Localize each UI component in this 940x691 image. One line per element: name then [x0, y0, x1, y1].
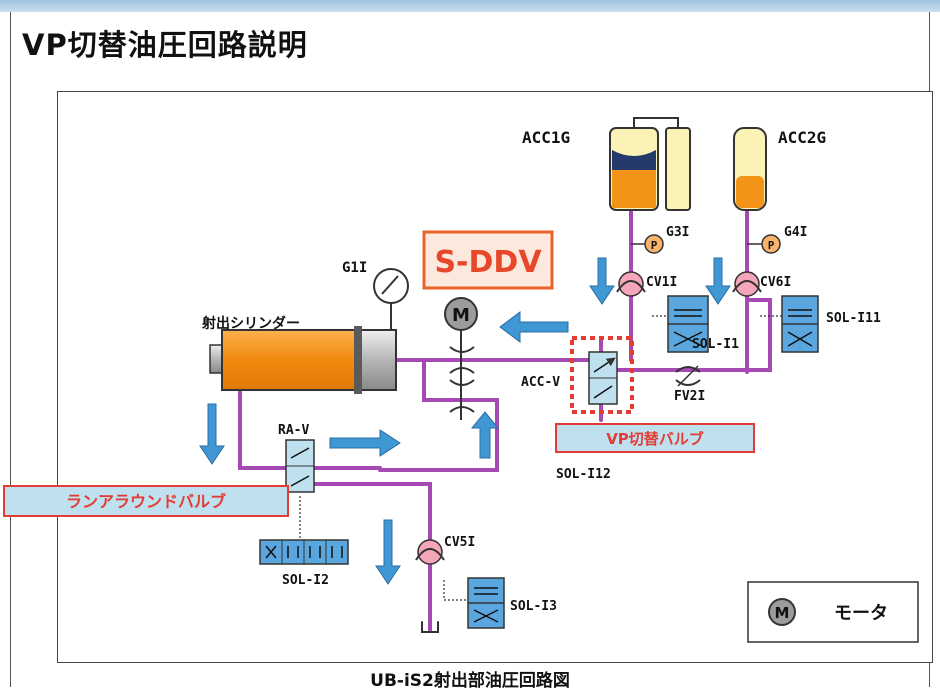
s-ddv-callout: S-DDV [422, 230, 554, 290]
main-pressure-line [396, 298, 772, 372]
motor-legend: M モータ [747, 581, 919, 643]
g4i-pressure-sensor: P [747, 234, 781, 254]
flow-arrow-up [470, 411, 500, 459]
flow-arrows [199, 257, 731, 585]
ra-v-label: RA-V [278, 423, 309, 438]
svg-text:ランアラウンドバルブ: ランアラウンドバルブ [66, 492, 226, 511]
injection-cylinder [209, 326, 397, 394]
diagram-panel [57, 91, 933, 663]
cylinder-return-line [238, 390, 292, 470]
g1i-label: G1I [342, 260, 367, 276]
acc-v-label: ACC-V [521, 375, 560, 390]
flow-arrow-cv5i [375, 519, 401, 585]
g1i-pressure-gauge [373, 268, 409, 330]
rod-side-loop [378, 358, 499, 472]
svg-text:VP切替バルブ: VP切替バルブ [606, 430, 704, 448]
legend-text: モータ [834, 603, 888, 624]
sol-i12-label: SOL-I12 [556, 467, 611, 482]
sol-i1-label: SOL-I1 [692, 337, 739, 352]
svg-text:S-DDV: S-DDV [434, 245, 542, 280]
acc1g-label: ACC1G [522, 128, 570, 147]
vp-valve-callout: VP切替バルブ [555, 423, 755, 453]
flow-arrow-cylinder-down [199, 403, 225, 465]
g4i-label: G4I [784, 225, 807, 240]
tank-symbol [421, 621, 439, 633]
fv2i-label: FV2I [674, 389, 705, 404]
svg-text:P: P [651, 239, 658, 252]
flow-arrow-rav-right [329, 429, 401, 457]
sol-i3-valve [443, 577, 505, 629]
sol-i11-label: SOL-I11 [826, 311, 881, 326]
motor-symbol: M [444, 297, 478, 420]
fv2i-flow-valve [675, 365, 701, 387]
hydraulic-pipes [238, 210, 772, 633]
svg-text:P: P [768, 239, 775, 252]
cv6i-check-valve [732, 271, 762, 297]
sol-i3-label: SOL-I3 [510, 599, 557, 614]
acc2g-label: ACC2G [778, 128, 826, 147]
flow-arrow-acc1g [589, 257, 615, 305]
g3i-pressure-sensor: P [631, 234, 664, 254]
svg-text:M: M [452, 305, 470, 326]
flow-arrow-to-motor [499, 311, 569, 343]
window-top-bar [0, 0, 940, 12]
cv5i-check-valve [415, 539, 445, 565]
cylinder-label: 射出シリンダー [201, 315, 300, 332]
runaround-return-line [310, 482, 432, 632]
diagram-caption: UB-iS2射出部油圧回路図 [370, 671, 570, 691]
legend-symbol: M [775, 604, 790, 622]
cv1i-label: CV1I [646, 275, 677, 290]
g3i-label: G3I [666, 225, 689, 240]
sol-i1-valve [652, 295, 709, 353]
slide-title: VP切替油圧回路説明 [22, 28, 308, 62]
acc-v-valve [570, 336, 634, 414]
sol-i11-valve [760, 295, 819, 353]
cv6i-label: CV6I [760, 275, 791, 290]
sol-i2-valve [259, 496, 349, 565]
cv1i-check-valve [616, 271, 646, 297]
flow-arrow-acc2g [705, 257, 731, 305]
runaround-valve-callout: ランアラウンドバルブ [3, 485, 289, 517]
ra-v-valve [285, 439, 315, 493]
sol-i2-label: SOL-I2 [282, 573, 329, 588]
acc1g-accumulator [609, 117, 691, 211]
acc2g-accumulator [733, 127, 767, 211]
cv5i-label: CV5I [444, 535, 475, 550]
